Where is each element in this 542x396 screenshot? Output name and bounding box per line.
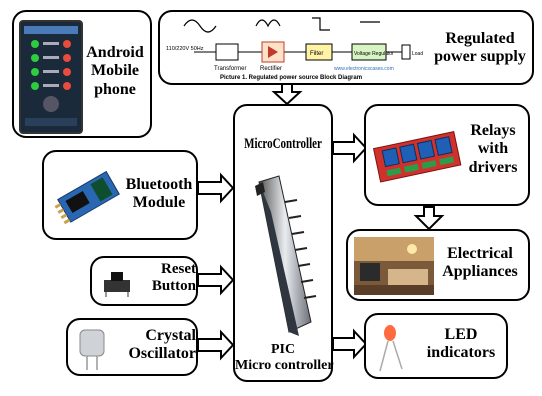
reset-button-block: Reset Button xyxy=(90,256,198,306)
power-stage-filter: Filter xyxy=(310,51,323,57)
arrow-crystal-to-micro xyxy=(197,329,235,361)
bluetooth-label: Bluetooth Module xyxy=(125,176,193,212)
arrow-micro-to-relays xyxy=(332,132,368,164)
arrow-relays-to-appliances xyxy=(413,206,445,231)
microcontroller-block: MicroController PIC Micro controller xyxy=(233,104,334,382)
arrow-micro-to-led xyxy=(332,328,368,360)
relays-label: Relays with drivers xyxy=(468,122,518,176)
microcontroller-label: PIC Micro controller xyxy=(235,342,334,374)
power-supply-diagram: 110/220V 50Hz Transformer Rectifier Filt… xyxy=(164,14,424,82)
appliances-image xyxy=(354,237,434,295)
microcontroller-title: MicroController xyxy=(244,136,322,152)
led-indicators-block: LED indicators xyxy=(364,313,508,379)
power-supply-label: Regulated power supply xyxy=(434,30,526,66)
power-stage-rectifier: Rectifier xyxy=(260,66,282,72)
led-label: LED indicators xyxy=(426,326,496,362)
arrow-reset-to-micro xyxy=(197,264,235,296)
reset-label: Reset Button xyxy=(151,261,196,295)
crystal-label: Crystal Oscillator xyxy=(128,327,196,363)
crystal-oscillator-block: Crystal Oscillator xyxy=(66,318,198,376)
arrow-bluetooth-to-micro xyxy=(197,172,235,204)
bluetooth-module-block: Bluetooth Module xyxy=(42,150,198,240)
android-phone-image xyxy=(19,20,83,134)
power-diagram-voltage: 110/220V 50Hz xyxy=(166,46,204,52)
electrical-appliances-block: Electrical Appliances xyxy=(346,229,530,301)
power-stage-regulator: Voltage Regulator xyxy=(354,51,394,57)
android-phone-block: Android Mobile phone xyxy=(12,10,152,138)
crystal-oscillator-image xyxy=(76,324,114,372)
android-label: Android Mobile phone xyxy=(86,44,144,98)
power-diagram-caption: Picture 1. Regulated power source Block … xyxy=(220,75,362,81)
relay-board-image xyxy=(370,120,462,192)
arrow-power-to-micro xyxy=(271,83,303,106)
relays-block: Relays with drivers xyxy=(364,104,530,206)
reset-button-image xyxy=(100,266,134,298)
appliances-label: Electrical Appliances xyxy=(442,245,518,281)
power-diagram-url: www.electronicscases.com xyxy=(334,66,394,72)
power-stage-transformer: Transformer xyxy=(214,66,246,72)
led-image xyxy=(372,321,416,373)
pic-chip-image xyxy=(249,172,321,340)
bluetooth-module-image xyxy=(52,160,124,232)
power-supply-block: 110/220V 50Hz Transformer Rectifier Filt… xyxy=(158,10,534,85)
power-stage-load: Load xyxy=(412,51,423,57)
